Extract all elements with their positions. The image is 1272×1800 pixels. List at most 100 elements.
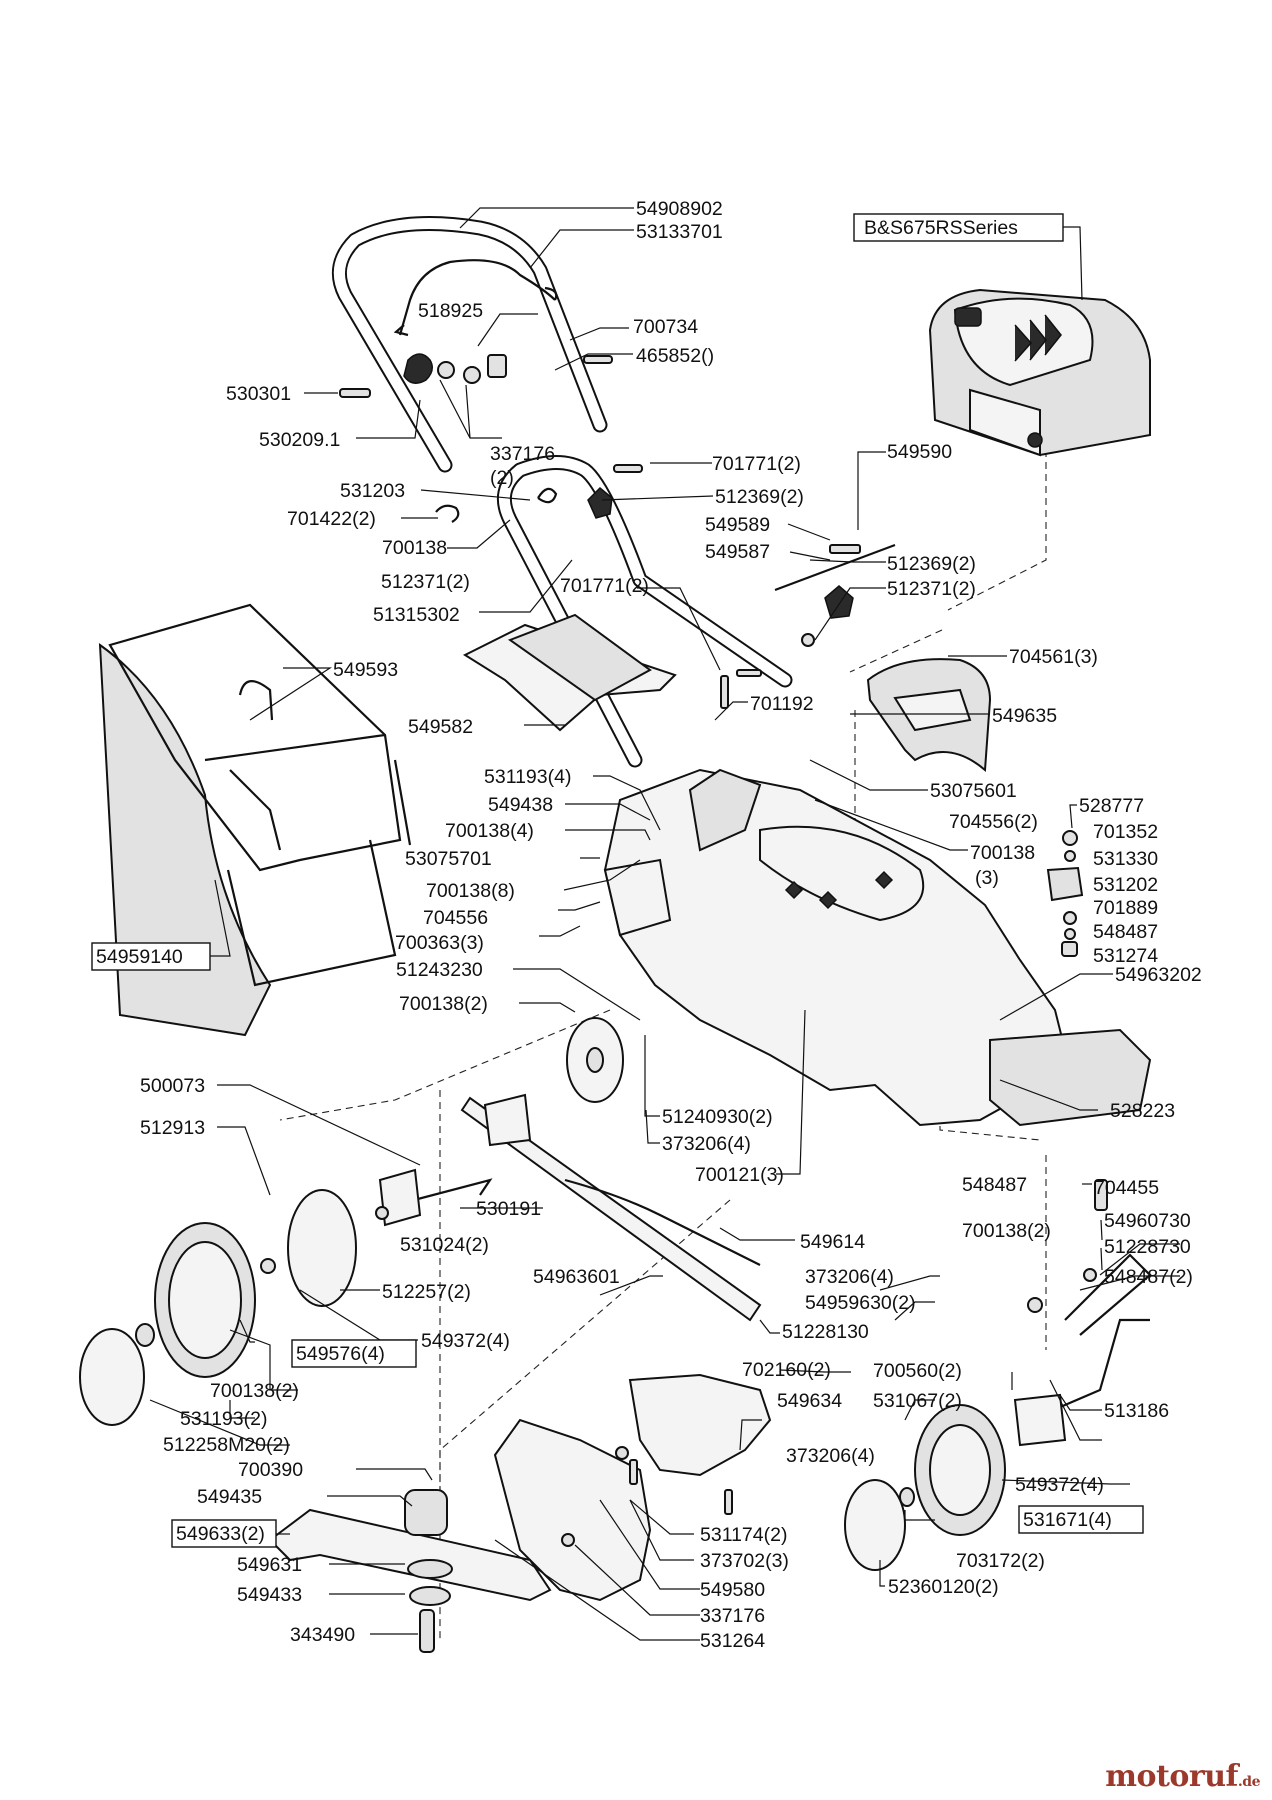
label-51228730: 51228730 (1104, 1236, 1191, 1258)
label-701889: 701889 (1093, 897, 1158, 919)
label-704455: 704455 (1094, 1177, 1159, 1199)
label-700138b: 700138 (970, 842, 1035, 864)
label-700138-2c: 700138(2) (210, 1380, 299, 1402)
label-465852: 465852() (636, 345, 714, 367)
watermark-name: motoruf (1105, 1759, 1238, 1794)
label-701422-2: 701422(2) (287, 508, 376, 530)
grass-catcher (98, 603, 412, 1037)
label-549372-4b: 549372(4) (1015, 1474, 1104, 1496)
label-52360120-2: 52360120(2) (888, 1576, 999, 1598)
label-54963202: 54963202 (1115, 964, 1202, 986)
label-703172-2: 703172(2) (956, 1550, 1045, 1572)
label-549433: 549433 (237, 1584, 302, 1606)
label-512258M20-2: 512258M20(2) (163, 1434, 290, 1456)
label-549590: 549590 (887, 441, 952, 463)
height-adjuster (1046, 830, 1084, 957)
label-548487b: 548487 (962, 1174, 1027, 1196)
label-373206-4c: 373206(4) (786, 1445, 875, 1467)
label-548487-2: 548487(2) (1104, 1266, 1193, 1288)
label-51240930-2: 51240930(2) (662, 1106, 773, 1128)
label-700560-2: 700560(2) (873, 1360, 962, 1382)
boxed-labels: B&S675RSSeries 54959140 549576(4) 549633… (91, 213, 1144, 1548)
label-54963601: 54963601 (533, 1266, 620, 1288)
label-549576-4: 549576(4) (296, 1343, 385, 1365)
label-531330: 531330 (1093, 848, 1158, 870)
label-531264: 531264 (700, 1630, 765, 1652)
label-531174-2: 531174(2) (700, 1524, 787, 1546)
label-53133701: 53133701 (636, 221, 723, 243)
label-531193-2: 531193(2) (180, 1408, 267, 1430)
label-701192: 701192 (750, 693, 814, 715)
label-337176-2-qty: (2) (490, 467, 514, 489)
label-51243230: 51243230 (396, 959, 483, 981)
label-549589: 549589 (705, 514, 770, 536)
label-549635: 549635 (992, 705, 1057, 727)
label-343490: 343490 (290, 1624, 355, 1646)
rear-axle (378, 1017, 762, 1322)
label-549587: 549587 (705, 541, 770, 563)
label-373206-4b: 373206(4) (805, 1266, 894, 1288)
label-700363-3: 700363(3) (395, 932, 484, 954)
label-700138-4: 700138(4) (445, 820, 534, 842)
label-512369-2b: 512369(2) (887, 553, 976, 575)
handle-bail-wire (393, 259, 558, 337)
label-549372-4a: 549372(4) (421, 1330, 510, 1352)
label-704561-3: 704561(3) (1009, 646, 1098, 668)
watermark-logo: motoruf.de (1105, 1759, 1260, 1794)
part-number-labels: 54908902 53133701 518925 700734 465852()… (140, 198, 1202, 1652)
label-51315302: 51315302 (373, 604, 460, 626)
label-700138b-qty: (3) (975, 867, 999, 889)
label-531203: 531203 (340, 480, 405, 502)
label-512371-2b: 512371(2) (887, 578, 976, 600)
label-701771-2a: 701771(2) (712, 453, 801, 475)
upper-handle (331, 216, 608, 473)
rear-wheel (79, 1189, 389, 1426)
front-wheel (844, 1404, 1006, 1571)
label-531274: 531274 (1093, 945, 1158, 967)
label-702160-2: 702160(2) (742, 1359, 831, 1381)
label-530209-1: 530209.1 (259, 429, 340, 451)
label-549435: 549435 (197, 1486, 262, 1508)
label-701771-2b: 701771(2) (560, 575, 649, 597)
label-54959630-2: 54959630(2) (805, 1292, 916, 1314)
label-528223: 528223 (1110, 1100, 1175, 1122)
label-549593: 549593 (333, 659, 398, 681)
label-700121-3: 700121(3) (695, 1164, 784, 1186)
label-512913: 512913 (140, 1117, 205, 1139)
handle-knobs-and-clips (339, 353, 896, 709)
label-54959140: 54959140 (96, 946, 183, 968)
label-531024-2: 531024(2) (400, 1234, 489, 1256)
label-549633-2: 549633(2) (176, 1523, 265, 1545)
label-337176: 337176 (700, 1605, 765, 1627)
label-549580: 549580 (700, 1579, 765, 1601)
label-337176-2: 337176 (490, 443, 555, 465)
label-549582: 549582 (408, 716, 473, 738)
label-500073: 500073 (140, 1075, 205, 1097)
label-549438: 549438 (488, 794, 553, 816)
label-51228130: 51228130 (782, 1321, 869, 1343)
label-549614: 549614 (800, 1231, 865, 1253)
label-549634: 549634 (777, 1390, 842, 1412)
label-53075701: 53075701 (405, 848, 492, 870)
watermark-tld: .de (1237, 1774, 1261, 1790)
label-531193-4: 531193(4) (484, 766, 571, 788)
label-531067-2: 531067(2) (873, 1390, 962, 1412)
label-512257-2: 512257(2) (382, 1281, 471, 1303)
label-700138-2a: 700138(2) (399, 993, 488, 1015)
label-548487a: 548487 (1093, 921, 1158, 943)
label-701352: 701352 (1093, 821, 1158, 843)
label-704556-2: 704556(2) (949, 811, 1038, 833)
rear-flap (462, 613, 677, 732)
label-700138-2b: 700138(2) (962, 1220, 1051, 1242)
label-700734: 700734 (633, 316, 698, 338)
label-53075601: 53075601 (930, 780, 1017, 802)
label-engine-series: B&S675RSSeries (864, 217, 1018, 239)
lower-handle (496, 455, 793, 768)
label-530301: 530301 (226, 383, 291, 405)
label-513186: 513186 (1104, 1400, 1169, 1422)
label-549631: 549631 (237, 1554, 302, 1576)
label-704556: 704556 (423, 907, 488, 929)
label-373206-4a: 373206(4) (662, 1133, 751, 1155)
